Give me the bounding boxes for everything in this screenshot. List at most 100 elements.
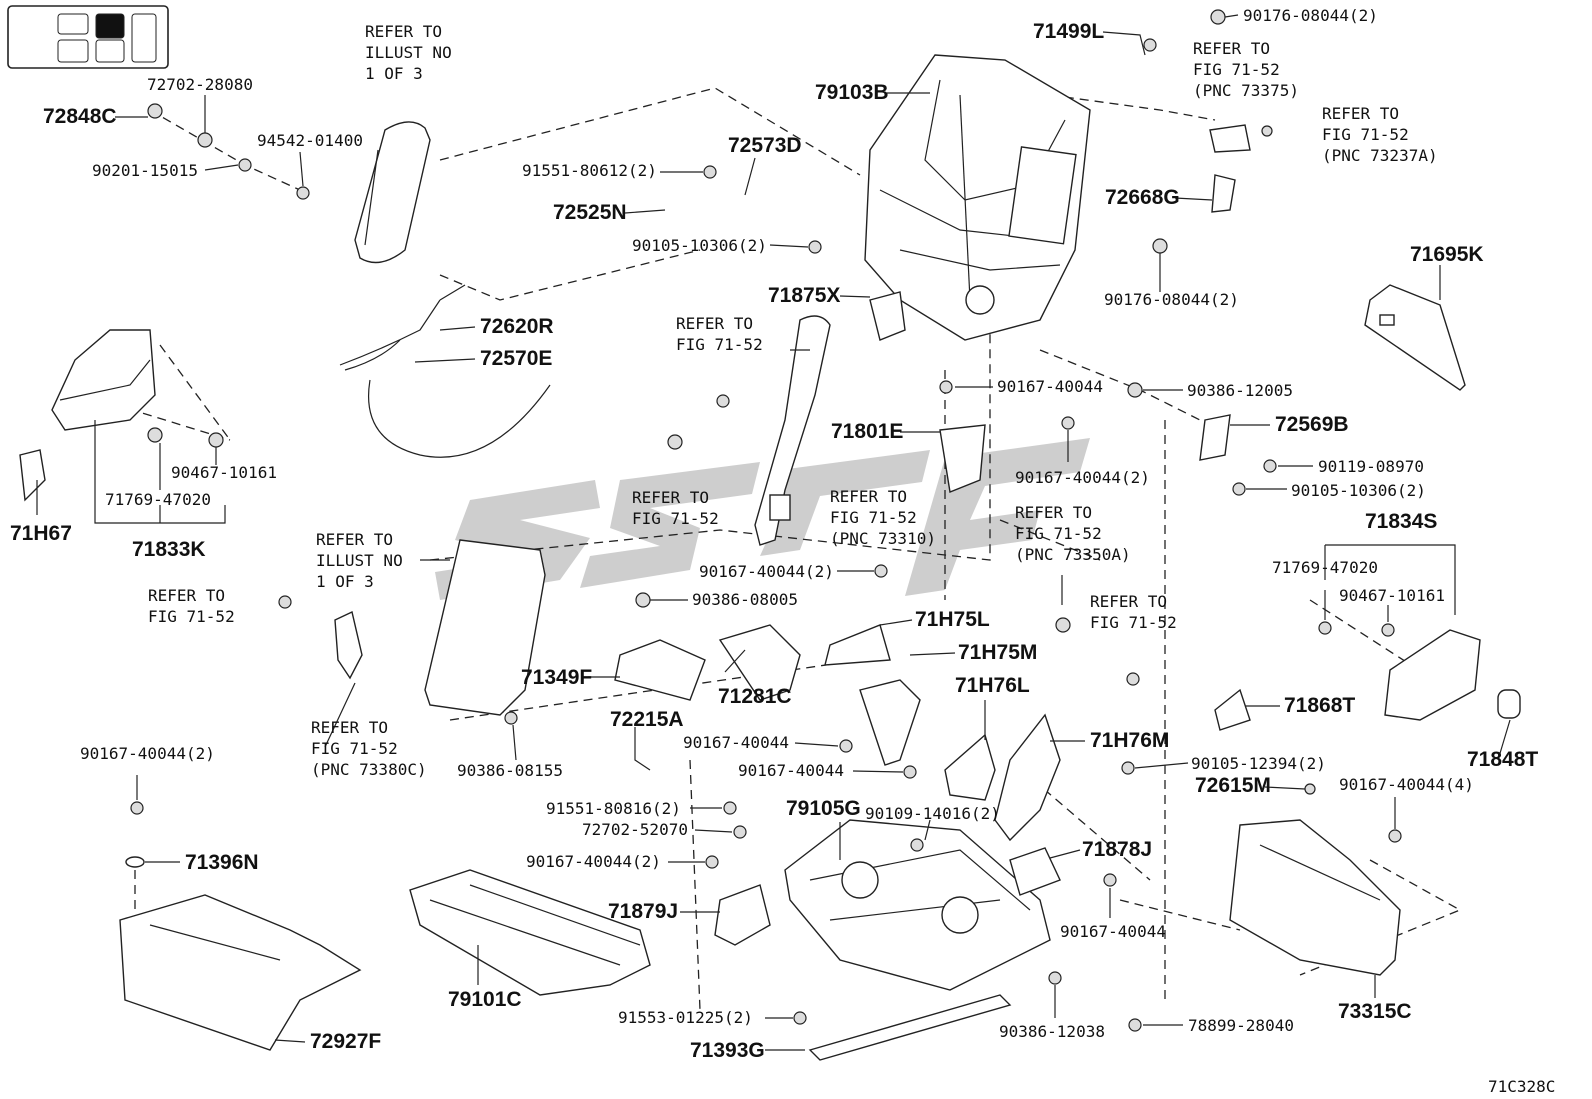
- part-label: 79105G: [786, 797, 861, 820]
- refer-note: (PNC 73350A): [1015, 545, 1131, 564]
- seat-position-indicator: [7, 5, 169, 69]
- part-label: 72573D: [728, 134, 802, 157]
- part-label: 90119-08970: [1318, 457, 1424, 476]
- part-label: 90176-08044(2): [1104, 290, 1239, 309]
- part-label: 72570E: [480, 347, 552, 370]
- part-label: 90167-40044(2): [699, 562, 834, 581]
- hinge-cover-part: [1209, 124, 1251, 153]
- part-label: 71833K: [132, 538, 206, 561]
- part-label: 79103B: [815, 81, 889, 104]
- part-label: 72620R: [480, 315, 554, 338]
- part-label: 90201-15015: [92, 161, 198, 180]
- undercover-72927f: [119, 894, 362, 1051]
- part-label: 90386-12005: [1187, 381, 1293, 400]
- diagram-code: 71C328C: [1488, 1077, 1555, 1096]
- part-label: 72702-52070: [582, 820, 688, 839]
- bracket-71868t: [1214, 688, 1251, 731]
- refer-note: (PNC 73375): [1193, 81, 1299, 100]
- part-label: 71281C: [718, 685, 792, 708]
- refer-note: REFER TO: [830, 487, 907, 506]
- part-label: 71875X: [768, 284, 840, 307]
- part-label: 71H75M: [958, 641, 1037, 664]
- refer-note: FIG 71-52: [632, 509, 719, 528]
- cover-71h76: [944, 713, 1061, 842]
- part-label: 90167-40044(2): [526, 852, 661, 871]
- part-label: 71848T: [1467, 748, 1538, 771]
- part-label: 71H76M: [1090, 729, 1169, 752]
- refer-note: FIG 71-52: [830, 508, 917, 527]
- seatbelt-part: [754, 315, 831, 546]
- part-label: 73315C: [1338, 1000, 1412, 1023]
- part-label: 71868T: [1284, 694, 1355, 717]
- cushion-frame-79105g: [784, 819, 1051, 991]
- part-label: 71801E: [831, 420, 903, 443]
- refer-note: (PNC 73237A): [1322, 146, 1438, 165]
- part-label: 90105-10306(2): [632, 236, 767, 255]
- part-label: 71499L: [1033, 20, 1104, 43]
- refer-note: REFER TO: [148, 586, 225, 605]
- refer-note: FIG 71-52: [1090, 613, 1177, 632]
- part-label: 90105-12394(2): [1191, 754, 1326, 773]
- part-label: 90467-10161: [1339, 586, 1445, 605]
- refer-note: REFER TO: [676, 314, 753, 333]
- refer-note: FIG 71-52: [676, 335, 763, 354]
- part-label: 91551-80816(2): [546, 799, 681, 818]
- cover-73315c: [1229, 819, 1401, 976]
- part-label: 90386-12038: [999, 1022, 1105, 1041]
- trim-part-72668g: [1211, 174, 1236, 213]
- part-label: 71H75L: [915, 608, 990, 631]
- refer-note: 1 OF 3: [365, 64, 423, 83]
- part-label: 90386-08005: [692, 590, 798, 609]
- cushion-pad-part: [424, 539, 546, 716]
- refer-notes: REFER TO ILLUST NO 1 OF 3 REFER TO FIG 7…: [148, 22, 1438, 779]
- refer-note: REFER TO: [365, 22, 442, 41]
- refer-note: FIG 71-52: [1322, 125, 1409, 144]
- seatback-frame-part: [864, 54, 1091, 341]
- bracket-71801e: [939, 424, 986, 493]
- bracket-72569b: [1199, 414, 1231, 461]
- side-shield-71834s: [1384, 629, 1521, 721]
- refer-note: FIG 71-52: [311, 739, 398, 758]
- part-label: 71396N: [185, 851, 259, 874]
- part-label: 91553-01225(2): [618, 1008, 753, 1027]
- part-label: 90167-40044(2): [80, 744, 215, 763]
- part-label: 71695K: [1410, 243, 1484, 266]
- cushion-frame-79101c: [409, 869, 651, 996]
- refer-note: REFER TO: [316, 530, 393, 549]
- part-label: 72569B: [1275, 413, 1349, 436]
- bracket-71879j: [714, 884, 771, 946]
- part-label: 90167-40044: [997, 377, 1103, 396]
- part-label: 71393G: [690, 1039, 765, 1062]
- part-label: 90386-08155: [457, 761, 563, 780]
- part-label: 90105-10306(2): [1291, 481, 1426, 500]
- refer-note: REFER TO: [632, 488, 709, 507]
- part-label: 71349F: [521, 666, 592, 689]
- part-label: 90167-40044(2): [1015, 468, 1150, 487]
- part-label: 71769-47020: [1272, 558, 1378, 577]
- cover-71h75: [824, 624, 921, 766]
- refer-note: FIG 71-52: [1193, 60, 1280, 79]
- refer-note: REFER TO: [1015, 503, 1092, 522]
- part-label: 71878J: [1082, 838, 1152, 861]
- part-label: 90176-08044(2): [1243, 6, 1378, 25]
- part-label: 79101C: [448, 988, 522, 1011]
- refer-note: REFER TO: [1090, 592, 1167, 611]
- bracket-71875x: [869, 291, 906, 341]
- part-label: 90167-40044(4): [1339, 775, 1474, 794]
- part-label: 72615M: [1195, 774, 1271, 797]
- part-label: 71769-47020: [105, 490, 211, 509]
- part-label: 72702-28080: [147, 75, 253, 94]
- part-label: 90167-40044: [1060, 922, 1166, 941]
- refer-note: ILLUST NO: [316, 551, 403, 570]
- part-label: 72927F: [310, 1030, 381, 1053]
- part-label: 94542-01400: [257, 131, 363, 150]
- part-label: 78899-28040: [1188, 1016, 1294, 1035]
- trim-71349f: [614, 639, 706, 701]
- rod-71393g: [808, 994, 1012, 1061]
- refer-note: FIG 71-52: [148, 607, 235, 626]
- part-label: 90167-40044: [738, 761, 844, 780]
- refer-note: 1 OF 3: [316, 572, 374, 591]
- part-label: 90167-40044: [683, 733, 789, 752]
- part-label: 71H76L: [955, 674, 1030, 697]
